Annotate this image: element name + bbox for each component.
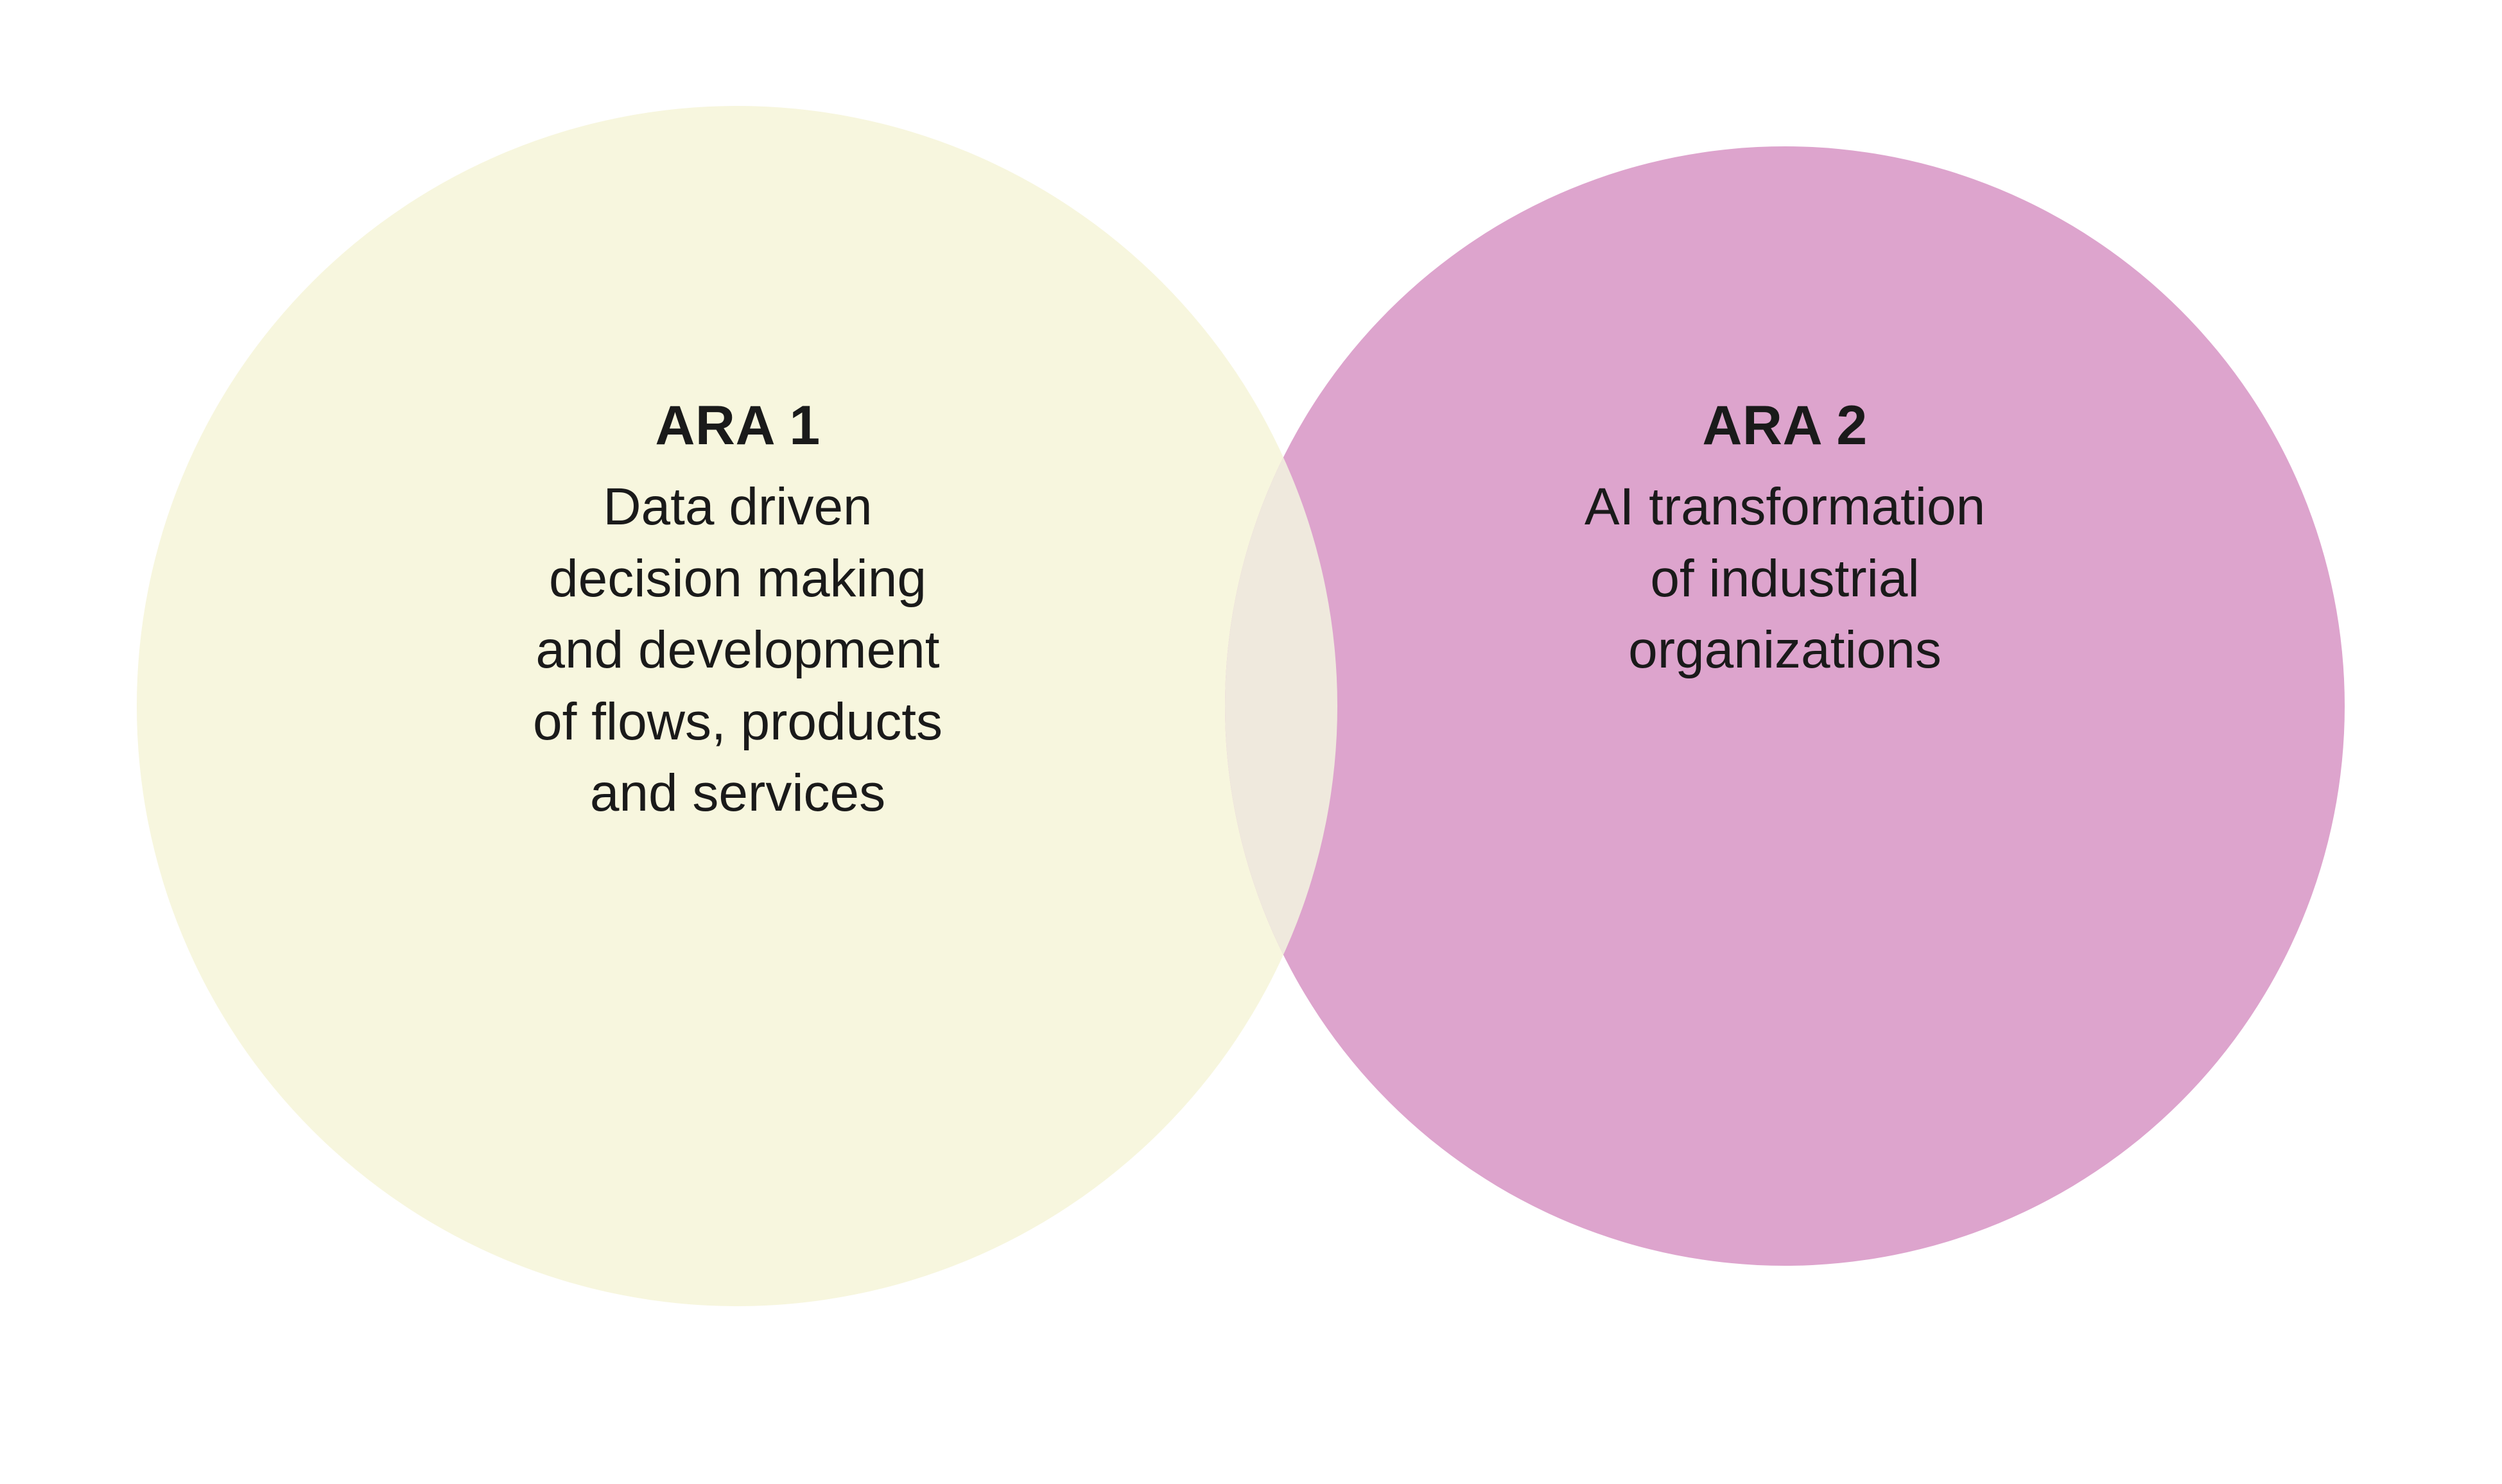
venn-circle-ara1[interactable] [137,106,1337,1306]
venn-circle-ara2[interactable] [1225,146,2345,1266]
